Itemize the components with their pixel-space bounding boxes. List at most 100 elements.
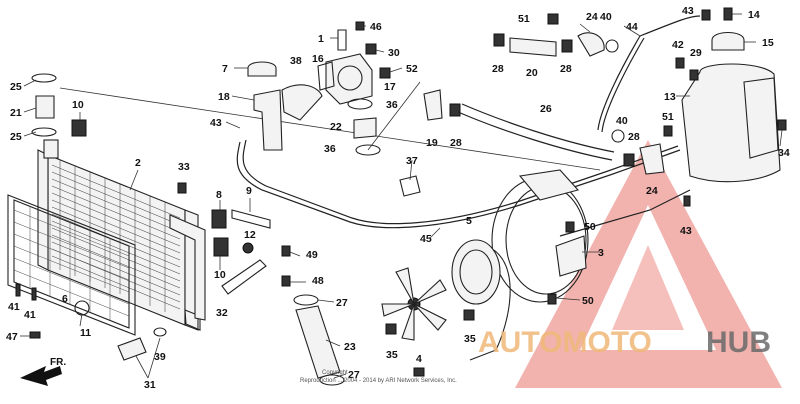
hose-clamp-25-bottom xyxy=(31,127,57,137)
bolt-41-b xyxy=(31,287,37,301)
callout-6: 6 xyxy=(62,293,68,305)
radiator-cap-7 xyxy=(247,61,277,77)
front-arrow xyxy=(20,366,62,386)
callout-43b: 43 xyxy=(682,5,694,17)
callout-17: 17 xyxy=(384,81,396,93)
leader-line xyxy=(59,87,601,171)
clamp-28-c xyxy=(449,103,461,117)
callout-21: 21 xyxy=(10,107,22,119)
hose-clamp-25-top xyxy=(31,73,57,83)
callout-leaders xyxy=(20,13,783,379)
callout-5: 5 xyxy=(466,215,472,227)
callout-50b: 50 xyxy=(582,295,594,307)
callout-51a: 51 xyxy=(518,13,530,25)
callout-46: 46 xyxy=(370,21,382,33)
callout-12: 12 xyxy=(244,229,256,241)
callout-31: 31 xyxy=(144,379,156,391)
callout-28a: 28 xyxy=(492,63,504,75)
callout-8: 8 xyxy=(216,189,222,201)
callout-43a: 43 xyxy=(210,117,222,129)
grommet-8 xyxy=(211,209,227,229)
callout-18: 18 xyxy=(218,91,230,103)
collar-11 xyxy=(74,300,90,316)
tube-43-right xyxy=(559,189,691,237)
overflow-tube-44 xyxy=(597,35,641,131)
o-ring-36-a xyxy=(347,98,373,110)
callout-29: 29 xyxy=(690,47,702,59)
clip-43-top xyxy=(701,9,711,21)
callout-24b: 24 xyxy=(646,185,658,197)
callout-11: 11 xyxy=(80,327,91,339)
hose-38 xyxy=(281,84,323,121)
radiator-hose-21 xyxy=(35,95,55,119)
thermostat-cover-17 xyxy=(325,53,373,105)
bolt-14 xyxy=(723,7,733,21)
callout-36a: 36 xyxy=(386,99,398,111)
radiator-side-bracket xyxy=(169,214,206,321)
grommet-10-mid xyxy=(213,237,229,257)
watermark-text-hub: HUB xyxy=(706,326,771,359)
bolt-41-a xyxy=(15,283,21,297)
callout-16: 16 xyxy=(312,53,324,65)
clamp-28-d xyxy=(623,153,635,167)
callout-22: 22 xyxy=(330,121,342,133)
callout-23: 23 xyxy=(344,341,356,353)
overflow-tube-45-b xyxy=(242,139,679,225)
filler-neck-18 xyxy=(253,89,283,151)
bolt-49 xyxy=(281,245,291,257)
callout-41b: 41 xyxy=(24,309,36,321)
callout-30: 30 xyxy=(388,47,400,59)
bolt-50-b xyxy=(547,293,557,305)
overflow-tube-44-b xyxy=(601,37,645,133)
leader-36-43 xyxy=(367,81,421,151)
copyright-line-2: Reproduction ... 2004 - 2014 by ARI Netw… xyxy=(300,378,457,384)
callout-48: 48 xyxy=(312,275,324,287)
joint-24-mid xyxy=(639,143,665,175)
callout-4: 4 xyxy=(416,353,422,365)
copyright-line-1: Copyright xyxy=(322,370,348,376)
callout-1: 1 xyxy=(318,33,324,45)
callout-49: 49 xyxy=(306,249,318,261)
nut-35-a xyxy=(385,323,397,335)
clamp-28-b xyxy=(561,39,573,53)
bolt-47 xyxy=(29,331,41,339)
stay-9 xyxy=(231,209,271,229)
cooling-fan xyxy=(381,267,447,341)
callout-14: 14 xyxy=(748,9,760,21)
callout-45: 45 xyxy=(420,233,432,245)
overflow-tube-45 xyxy=(236,141,681,229)
callout-2: 2 xyxy=(135,157,141,169)
callout-51b: 51 xyxy=(662,111,674,123)
watermark-triangle-inner xyxy=(612,245,684,330)
callout-39: 39 xyxy=(154,351,166,363)
bolt-48 xyxy=(281,275,291,287)
callout-27b: 27 xyxy=(348,369,360,381)
callout-19: 19 xyxy=(426,137,438,149)
callout-38: 38 xyxy=(290,55,302,67)
callout-44: 44 xyxy=(626,21,638,33)
water-hose-26 xyxy=(457,111,613,161)
bolt-1 xyxy=(337,29,347,51)
bolt-34 xyxy=(777,119,787,131)
callout-36b: 36 xyxy=(324,143,336,155)
callout-28d: 28 xyxy=(628,131,640,143)
callout-42: 42 xyxy=(672,39,684,51)
nut-35-b xyxy=(463,309,475,321)
callout-3: 3 xyxy=(598,247,604,259)
bracket-32 xyxy=(221,259,267,295)
clamp-28-a xyxy=(493,33,505,47)
bolt-29 xyxy=(689,69,699,81)
fan-shroud xyxy=(491,169,589,303)
clamp-40-top xyxy=(605,39,619,53)
sensor-30 xyxy=(365,43,377,55)
radiator-grille xyxy=(7,194,136,336)
callout-10a: 10 xyxy=(72,99,84,111)
callout-25a: 25 xyxy=(10,81,22,93)
water-hose-23 xyxy=(295,305,341,379)
reserve-tank-side xyxy=(743,77,779,159)
callout-35b: 35 xyxy=(464,333,476,345)
callout-33: 33 xyxy=(178,161,190,173)
o-ring-36-b xyxy=(355,144,381,156)
joint-19 xyxy=(423,89,443,121)
